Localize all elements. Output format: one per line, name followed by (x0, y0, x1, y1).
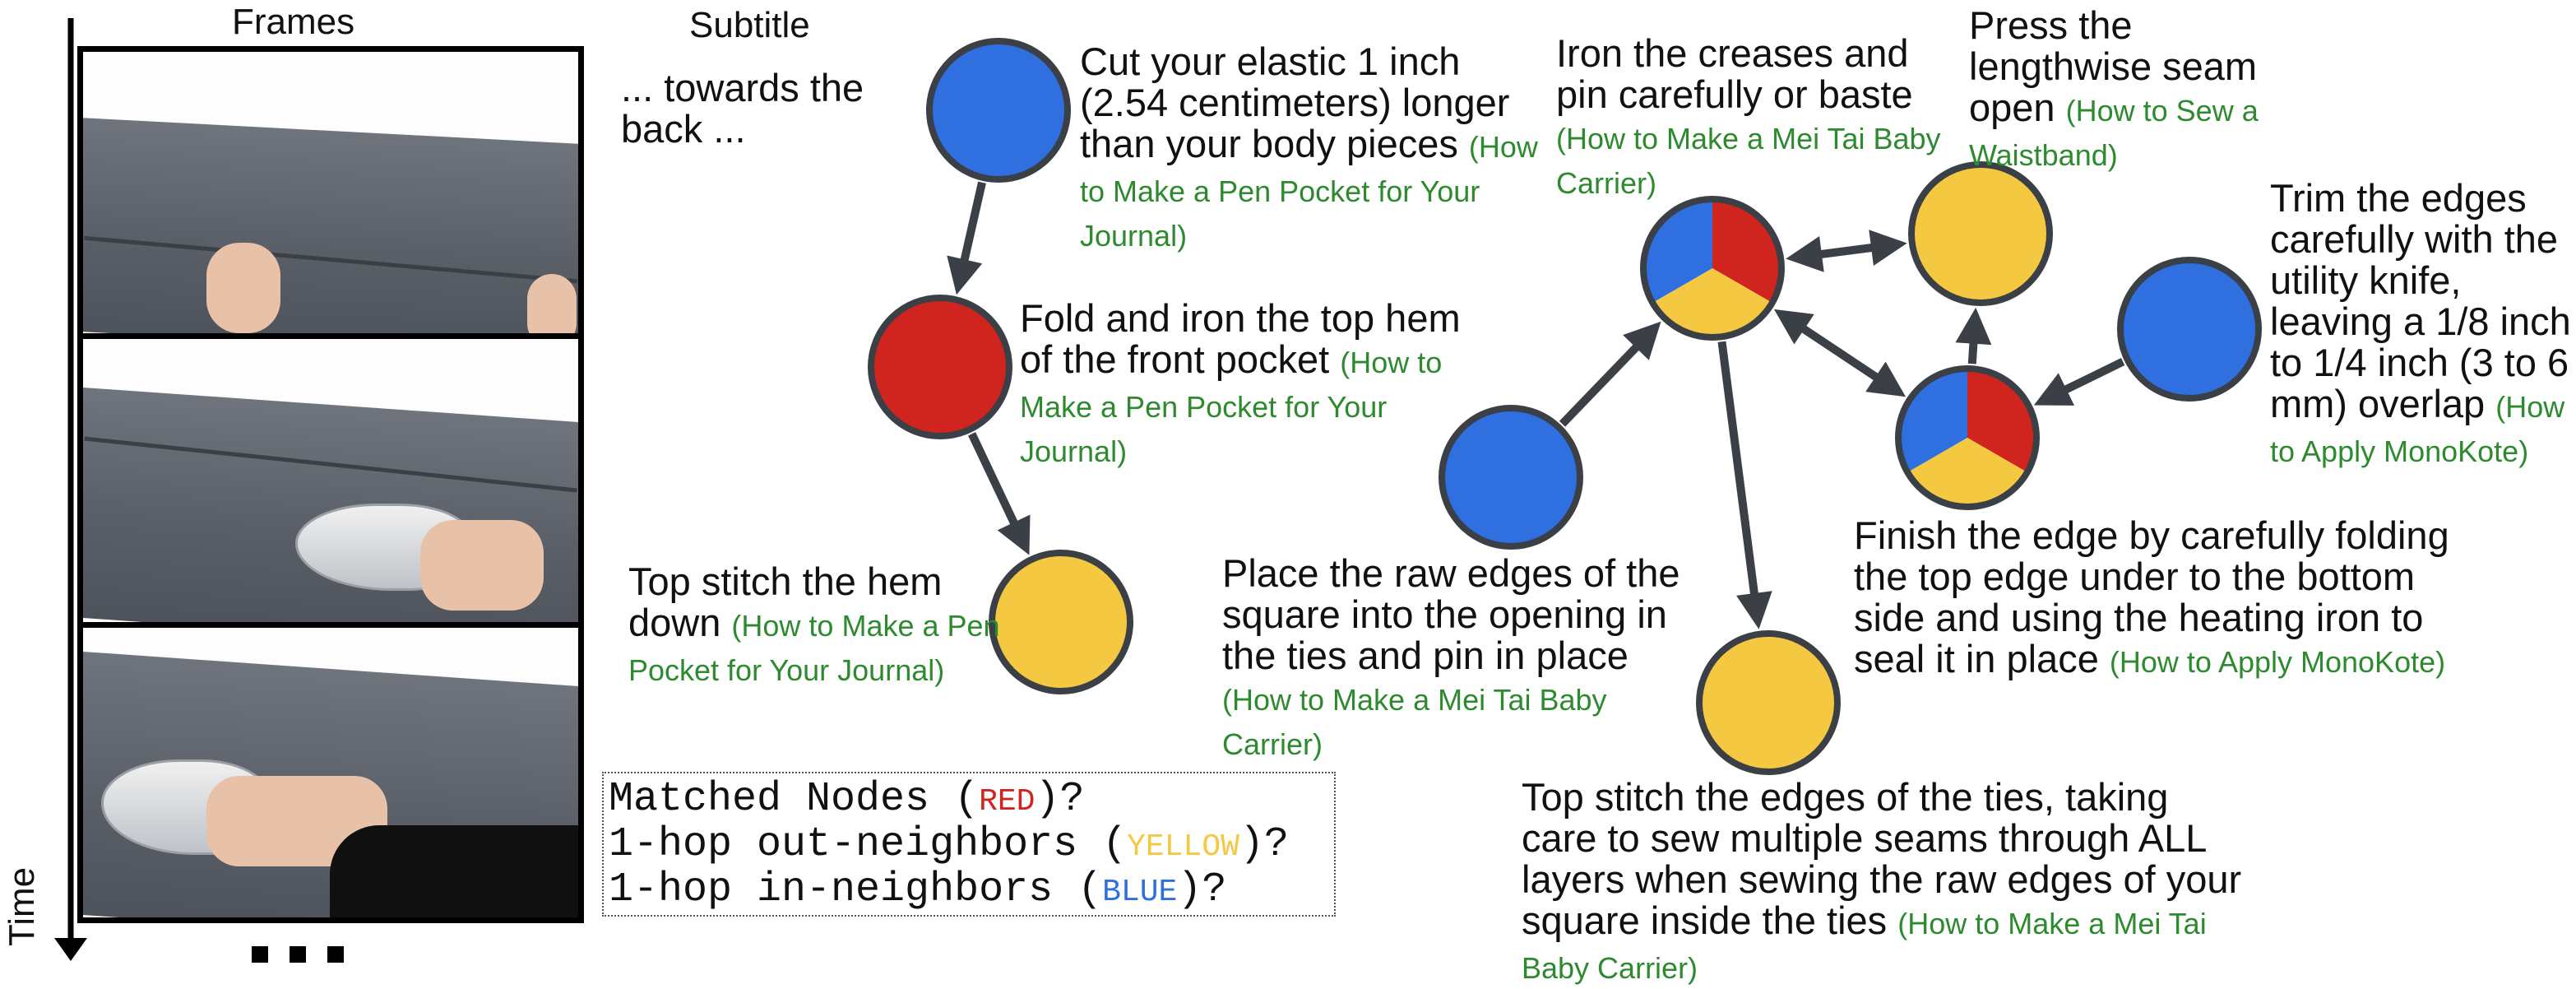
node-label-n9: Top stitch the edges of the ties, taking… (1522, 775, 2242, 986)
edge-n7-n4 (1559, 336, 1647, 427)
time-axis-label: Time (2, 866, 42, 946)
node-n3 (989, 550, 1133, 694)
arrowhead-n4-n9 (1736, 591, 1772, 629)
arrowhead-n5-n4 (1786, 236, 1824, 272)
node-label-n8: Finish the edge by carefully folding the… (1854, 513, 2449, 680)
node-label-n1: Cut your elastic 1 inch (2.54 centimeter… (1080, 39, 1538, 253)
node-label-n6: Trim the edges carefully with the utilit… (2270, 176, 2571, 469)
edge-n1-n2 (957, 181, 986, 272)
more-frames-ellipsis (252, 946, 365, 967)
node-n4-outline (1640, 196, 1785, 341)
node-label-n3: Top stitch the hem down (How to Make a P… (628, 560, 1000, 688)
edge-n2-n3 (968, 432, 1023, 535)
node-label-n2: Fold and iron the top hem of the front p… (1020, 296, 1461, 469)
node-n5 (1908, 161, 2053, 306)
node-label-n7: Place the raw edges of the square into t… (1222, 551, 1680, 762)
node-n7 (1439, 405, 1583, 550)
edge-n4-n5 (1809, 242, 1883, 260)
node-n2 (868, 295, 1012, 439)
arrowhead-n8-n5 (1955, 307, 1992, 346)
node-n9 (1696, 630, 1841, 775)
legend-box: Matched Nodes (RED)? 1-hop out-neighbors… (602, 772, 1336, 917)
arrowhead-n7-n4 (1623, 321, 1661, 360)
arrowhead-n4-n5 (1869, 230, 1907, 266)
legend-line-matched: Matched Nodes (RED)? (609, 776, 1085, 823)
node-n8-outline (1895, 365, 2040, 510)
edge-n4-n8 (1792, 319, 1888, 387)
graph-nodes (868, 38, 2262, 775)
edge-n6-n8 (2054, 358, 2125, 398)
node-n6 (2117, 257, 2262, 402)
arrowhead-n1-n2 (947, 255, 983, 295)
time-axis-arrowhead (54, 938, 87, 961)
arrowhead-n2-n3 (997, 514, 1031, 555)
arrowhead-n8-n4 (1773, 309, 1814, 345)
frames-header: Frames (232, 2, 355, 42)
video-frame-3 (77, 622, 584, 923)
video-frame-2 (77, 333, 584, 634)
arrowhead-n6-n8 (2033, 373, 2075, 406)
video-frame-1 (77, 46, 584, 346)
subtitle-header: Subtitle (689, 5, 810, 45)
graph-edges (947, 181, 2125, 629)
legend-line-in-neighbors: 1-hop in-neighbors (BLUE)? (609, 866, 1227, 913)
arrowhead-n4-n8 (1865, 361, 1907, 397)
node-label-n5: Press the lengthwise seam open (How to S… (1969, 3, 2259, 173)
node-label-n4: Iron the creases and pin carefully or ba… (1556, 31, 1941, 201)
edge-n4-n9 (1717, 341, 1760, 606)
subtitle-text: ... towards the back ... (621, 66, 864, 151)
legend-line-out-neighbors: 1-hop out-neighbors (YELLOW)? (609, 821, 1289, 868)
node-n1 (926, 38, 1071, 183)
